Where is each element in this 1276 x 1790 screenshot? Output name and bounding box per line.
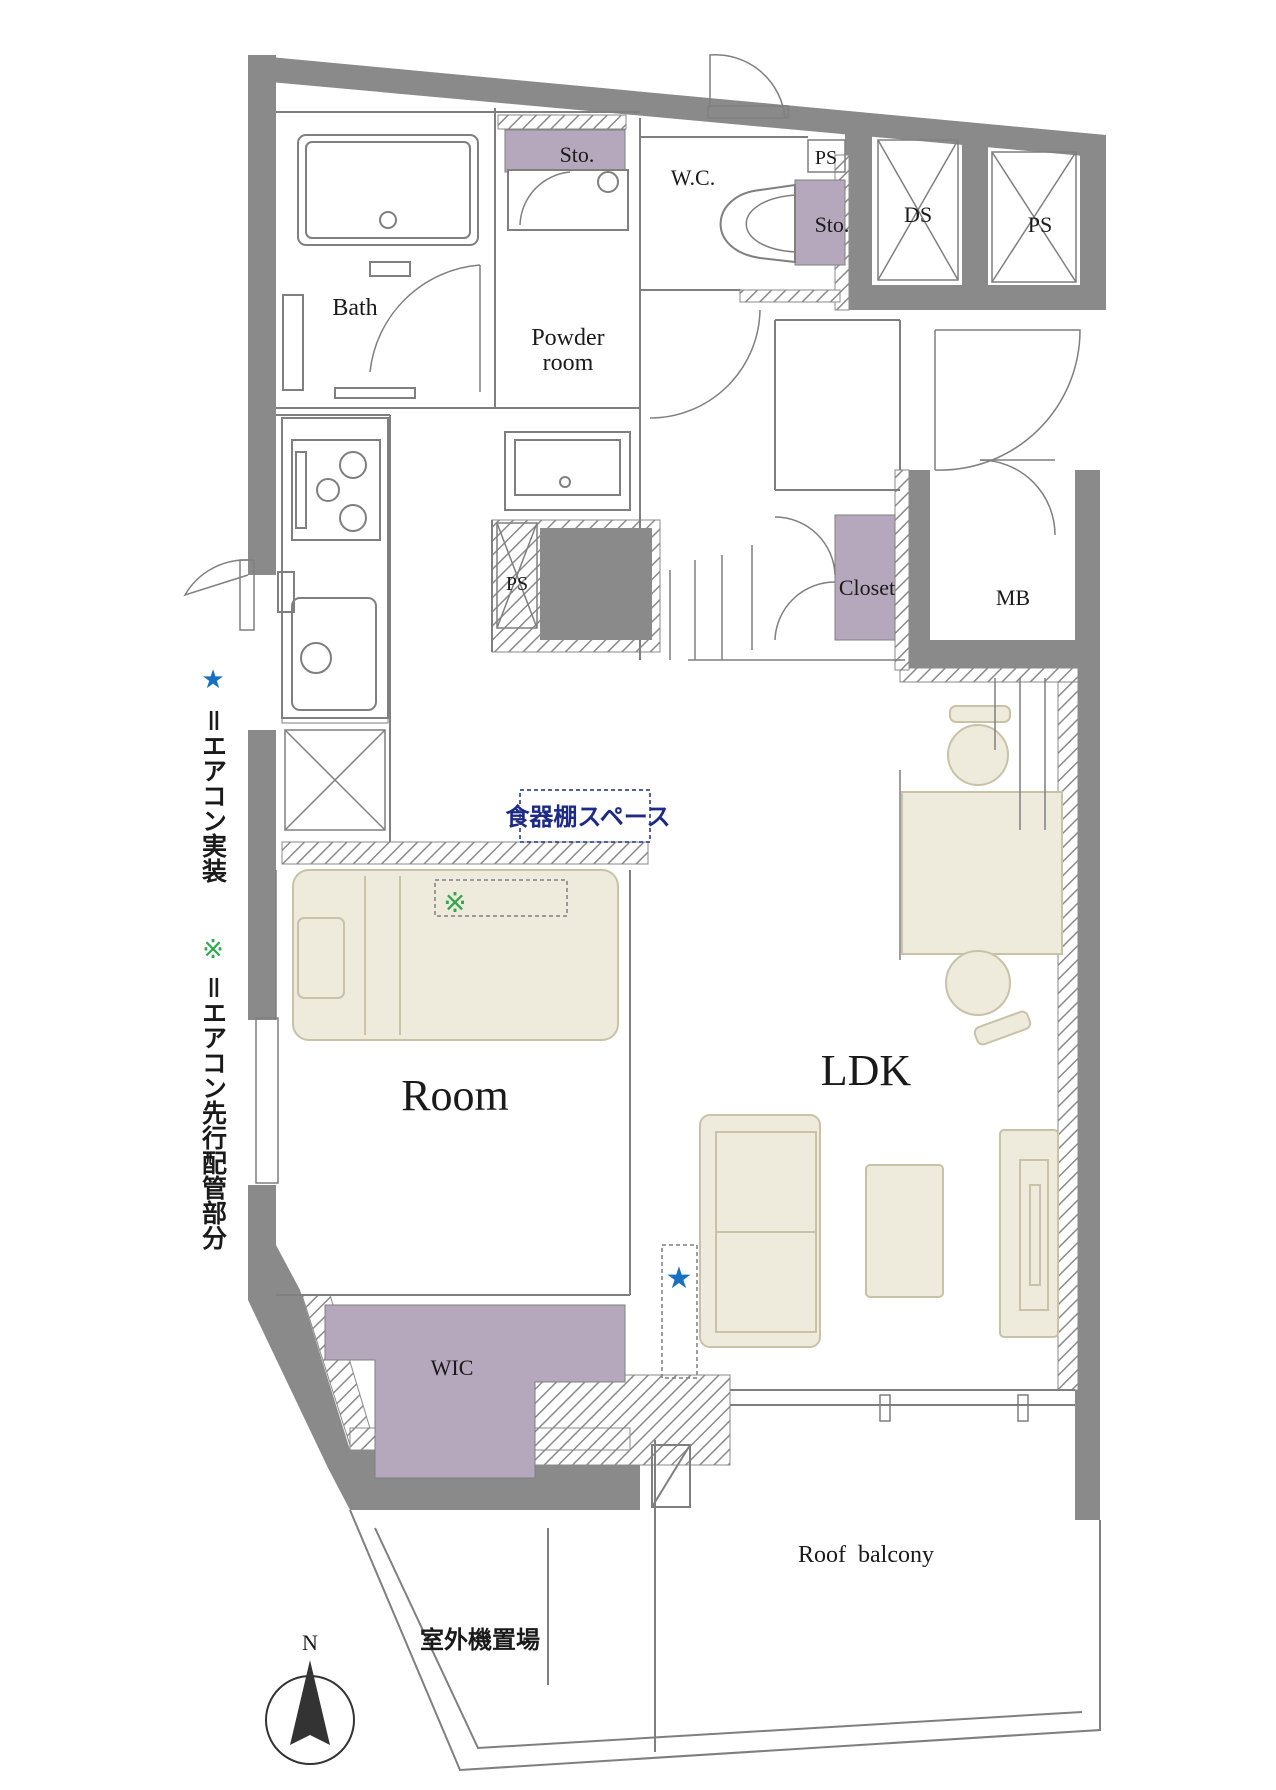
closet-area	[834, 514, 896, 641]
wic-area	[324, 1304, 626, 1479]
hatch-storage-top	[497, 114, 627, 130]
label-ldk: LDK	[821, 1046, 912, 1095]
label-mb: MB	[996, 585, 1030, 610]
compass-north: N	[302, 1630, 318, 1655]
balcony-ps-box	[651, 1444, 691, 1508]
hatch-ldk-top	[899, 667, 1079, 683]
label-ps-small: PS	[815, 147, 837, 169]
ac-star-marker: ★	[666, 1261, 693, 1296]
ac-star-box	[661, 1244, 698, 1379]
label-roof-balcony: Roof balcony	[798, 1542, 934, 1568]
legend-star-text: ＝エアコン実装	[199, 708, 228, 884]
hatch-room-top	[281, 841, 649, 865]
balcony-outline	[349, 1440, 1101, 1772]
label-ds: DS	[904, 202, 932, 227]
ac-kome-box	[434, 879, 568, 917]
hatch-ldk-right	[1057, 669, 1079, 1391]
bed	[292, 869, 619, 1041]
compass-arrow-icon	[290, 1660, 330, 1745]
label-ps-right: PS	[1028, 212, 1052, 237]
label-outdoor-unit: 室外機置場	[420, 1626, 540, 1654]
dining-chair-top	[947, 724, 1009, 786]
storage-areas	[324, 129, 896, 1479]
window-door-left	[183, 559, 249, 597]
wc-fixtures	[719, 183, 796, 264]
closet-door	[774, 516, 836, 576]
wall-left-mid	[248, 730, 276, 1020]
kitchen-sink	[291, 597, 377, 711]
label-bath: Bath	[332, 295, 377, 321]
bath-faucet	[282, 294, 304, 391]
coffee-table	[865, 1164, 944, 1298]
label-powder-2: room	[543, 350, 594, 376]
bath-fixtures	[282, 134, 481, 399]
label-ps-kitchen: PS	[506, 573, 528, 595]
door-swings	[183, 54, 1081, 1422]
interior-lines	[276, 108, 1075, 1406]
label-powder-1: Powder	[531, 325, 604, 351]
legend-kome-symbol: ※	[202, 935, 224, 965]
bathtub	[297, 134, 479, 246]
wall-shaft-right	[1080, 135, 1106, 310]
dining-chair-bottom	[945, 950, 1011, 1016]
label-wic: WIC	[431, 1355, 474, 1380]
fridge-space	[284, 729, 386, 831]
mb-door	[979, 459, 1056, 536]
dining-table	[901, 791, 1063, 955]
dining-guides	[899, 678, 1046, 960]
washbasin	[504, 431, 631, 511]
wall-mb-bottom	[905, 640, 1100, 668]
wall-shaft-left	[845, 130, 872, 310]
ps-shaft-kitchen	[496, 522, 538, 629]
cupboard-space-box	[519, 789, 651, 843]
dashed-zones	[434, 789, 698, 1379]
label-room: Room	[401, 1071, 509, 1120]
furniture	[292, 705, 1063, 1348]
label-closet: Closet	[839, 575, 895, 600]
label-storage-top: Sto.	[560, 142, 595, 167]
wall-left-lower	[248, 1185, 640, 1510]
wall-right	[1075, 470, 1100, 1520]
hatch-balcony-wall	[534, 1374, 731, 1466]
entrance-door	[709, 54, 786, 119]
washing-machine-pan	[507, 169, 629, 231]
shafts	[284, 139, 1077, 831]
label-cupboard-space: 食器棚スペース	[505, 803, 670, 831]
ps-small-box	[807, 139, 846, 173]
wall-left-upper	[248, 55, 276, 575]
hatch-closet-wall	[894, 469, 910, 671]
wall-shaft-divider	[962, 135, 988, 300]
ps-shaft-right	[991, 151, 1077, 283]
kitchen-core-block	[540, 528, 652, 640]
legend-kome-text: ＝エアコン先行配管部分	[199, 975, 229, 1251]
label-wc: W.C.	[671, 165, 715, 190]
outer-walls	[248, 55, 1106, 1520]
ac-kome-marker: ※	[443, 886, 466, 919]
kitchen-fixtures	[277, 417, 389, 724]
ds-shaft	[877, 139, 959, 281]
hatch-wc-bottom	[739, 289, 841, 303]
legend: ★ ＝エアコン実装 ※ ＝エアコン先行配管部分	[199, 665, 229, 1251]
wall-closet-right	[905, 470, 930, 668]
compass: N	[265, 1630, 355, 1765]
toilet	[719, 183, 796, 264]
label-storage-wc: Sto.	[815, 212, 850, 237]
legend-star-symbol: ★	[201, 665, 224, 695]
room-labels: Bath Sto. W.C. PS Sto. DS PS Powder room…	[332, 142, 1052, 1654]
entry-door-right	[934, 329, 1081, 471]
powder-fixtures	[504, 169, 761, 511]
wall-top	[248, 55, 1106, 158]
